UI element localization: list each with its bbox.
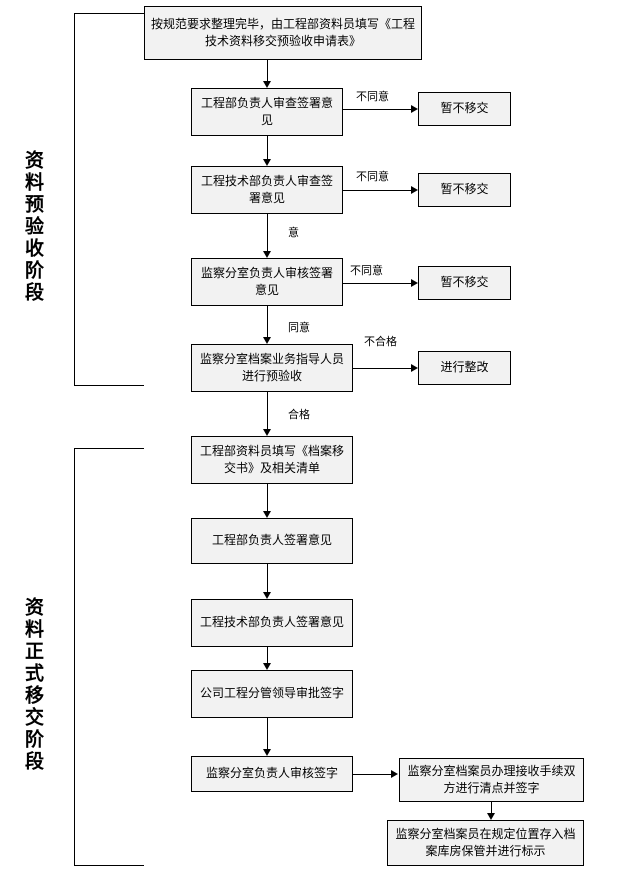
arrowhead-n2-n3 [411, 105, 418, 113]
node-company-leader-approve[interactable]: 公司工程分管领导审批签字 [191, 670, 353, 718]
arrowhead-n13-n14 [263, 749, 271, 756]
node-supervision-office-sign[interactable]: 监察分室负责人审核签字 [191, 756, 353, 792]
arrowhead-n8-n9 [411, 364, 418, 372]
stage-bracket-top-pre [74, 13, 144, 14]
edge-n14-n15 [353, 774, 391, 775]
arrowhead-n8-n10 [263, 429, 271, 436]
edge-label-disagree-3: 不同意 [350, 265, 383, 277]
edge-n6-n8 [267, 306, 268, 337]
node-pre-acceptance-check[interactable]: 监察分室档案业务指导人员进行预验收 [191, 344, 353, 392]
node-archivist-receive[interactable]: 监察分室档案员办理接收手续双方进行清点并签字 [399, 758, 584, 802]
edge-n2-n3 [343, 109, 411, 110]
node-eng-tech-dept-review[interactable]: 工程技术部负责人审查签署意见 [191, 166, 343, 214]
arrowhead-n15-n16 [487, 813, 495, 820]
arrowhead-n12-n13 [263, 663, 271, 670]
stage-bracket-bottom-formal [74, 865, 144, 866]
node-eng-tech-dept-sign[interactable]: 工程技术部负责人签署意见 [191, 599, 353, 647]
arrowhead-n2-n4 [263, 159, 271, 166]
edge-n4-n6 [267, 214, 268, 251]
arrowhead-n14-n15 [391, 770, 398, 778]
stage-bracket-bottom-pre [74, 385, 144, 386]
arrowhead-n6-n8 [263, 337, 271, 344]
arrowhead-n1-n2 [263, 81, 271, 88]
stage-bracket-top-formal [74, 448, 144, 449]
edge-label-disagree-2: 不同意 [356, 171, 389, 183]
arrowhead-n6-n7 [411, 279, 418, 287]
node-prepare-application[interactable]: 按规范要求整理完毕，由工程部资料员填写《工程技术资料移交预验收申请表》 [144, 6, 422, 60]
node-fill-transfer-book[interactable]: 工程部资料员填写《档案移交书》及相关清单 [191, 436, 353, 484]
edge-label-unqualified: 不合格 [364, 336, 397, 348]
edge-label-agree-partial: 意 [288, 227, 299, 239]
edge-n2-n4 [267, 136, 268, 159]
edge-n11-n12 [267, 564, 268, 592]
node-archive-storage[interactable]: 监察分室档案员在规定位置存入档案库房保管并进行标示 [387, 820, 584, 866]
node-hold-transfer-2[interactable]: 暂不移交 [418, 173, 511, 207]
arrowhead-n11-n12 [263, 592, 271, 599]
node-supervision-office-review[interactable]: 监察分室负责人审核签署意见 [191, 258, 343, 306]
node-hold-transfer-1[interactable]: 暂不移交 [418, 92, 511, 126]
edge-label-agree-1: 同意 [288, 322, 310, 334]
stage-label-pre-acceptance: 资料预验收阶段 [22, 150, 43, 304]
arrowhead-n4-n5 [411, 186, 418, 194]
edge-label-disagree-1: 不同意 [356, 91, 389, 103]
arrowhead-n10-n11 [263, 511, 271, 518]
edge-n4-n5 [343, 190, 411, 191]
edge-label-qualified: 合格 [288, 409, 310, 421]
node-eng-dept-review[interactable]: 工程部负责人审查签署意见 [191, 88, 343, 136]
edge-n8-n10 [267, 392, 268, 429]
edge-n8-n9 [353, 368, 411, 369]
edge-n6-n7 [343, 283, 411, 284]
stage-bracket-side-pre [74, 13, 75, 385]
stage-bracket-side-formal [74, 448, 75, 865]
node-hold-transfer-3[interactable]: 暂不移交 [418, 266, 511, 300]
edge-n10-n11 [267, 484, 268, 511]
edge-n12-n13 [267, 647, 268, 663]
edge-n1-n2 [267, 60, 268, 81]
edge-n15-n16 [491, 802, 492, 813]
edge-n13-n14 [267, 718, 268, 749]
node-rectification[interactable]: 进行整改 [418, 351, 511, 385]
stage-label-formal-transfer: 资料正式移交阶段 [22, 597, 43, 773]
node-eng-dept-sign[interactable]: 工程部负责人签署意见 [191, 518, 353, 564]
arrowhead-n4-n6 [263, 251, 271, 258]
